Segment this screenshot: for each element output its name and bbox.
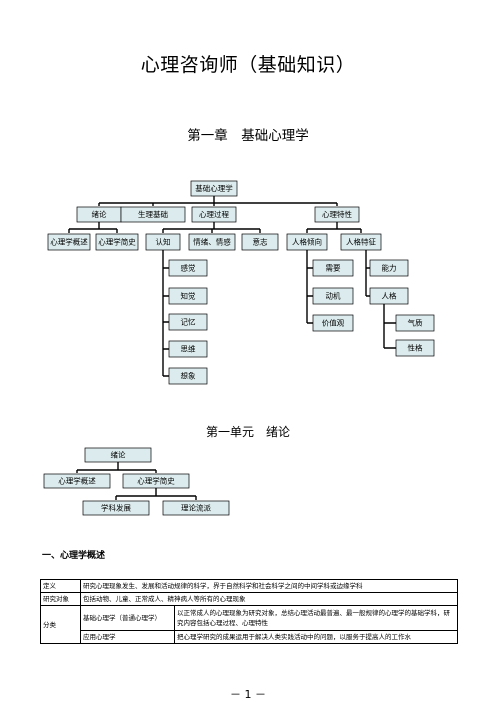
node-label: 生理基础 — [138, 209, 168, 219]
node-label: 意志 — [253, 237, 268, 247]
node-label: 心理特性 — [322, 209, 352, 219]
node-label: 理论流派 — [181, 503, 211, 513]
row-text: 研究心理现象发生、发展和活动规律的科学，界于自然科学和社会科学之间的中间学科或边… — [80, 579, 458, 593]
node-label: 绪论 — [111, 450, 126, 460]
node-process: 心理过程 — [191, 206, 237, 223]
node-feature: 人格特征 — [340, 233, 382, 251]
introduction-tree-diagram: 绪论 心理学概述 心理学简史 学科发展 理论流派 — [43, 447, 230, 516]
page-title: 心理咨询师（基础知识） — [140, 54, 356, 76]
node-label: 动机 — [326, 291, 341, 301]
node-memory: 记忆 — [168, 313, 208, 331]
node-physiology: 生理基础 — [120, 206, 186, 223]
table-row: 应用心理学 把心理学研究的成果运用于解决人类实践活动中的问题，以服务于提高人的工… — [41, 630, 458, 644]
psychology-tree-diagram: 基础心理学 绪论 生理基础 心理过程 心理特性 心理学概述 心理学简史 认知 情… — [47, 180, 435, 385]
node-motive: 动机 — [312, 287, 354, 305]
node-label: 价值观 — [322, 318, 345, 328]
node-imagination: 想象 — [168, 367, 208, 385]
node-temperament: 气质 — [395, 314, 435, 332]
node-values: 价值观 — [312, 314, 354, 332]
node-label: 心理学概述 — [58, 476, 96, 486]
category-text: 把心理学研究的成果运用于解决人类实践活动中的问题，以服务于提高人的工作水 — [174, 630, 458, 644]
node-intro-history: 心理学简史 — [122, 473, 190, 489]
category-text: 以正常成人的心理现象为研究对象，总结心理活动最普遍、最一般规律的心理学的基础学科… — [174, 605, 458, 631]
table-row: 研究对象 包括动物、儿童、正常成人、精神病人等所有的心理现象 — [40, 592, 458, 606]
row-label: 定义 — [40, 579, 81, 593]
chapter-heading: 第一章 基础心理学 — [187, 128, 309, 144]
node-label: 心理学概述 — [50, 237, 88, 247]
node-history: 心理学简史 — [95, 233, 139, 251]
node-label: 心理学简史 — [137, 476, 175, 486]
psychology-overview-table: 定义 研究心理现象发生、发展和活动规律的科学，界于自然科学和社会科学之间的中间学… — [40, 579, 458, 644]
section-heading: 一、心理学概述 — [42, 551, 106, 561]
node-label: 绪论 — [92, 209, 107, 219]
node-will: 意志 — [241, 233, 279, 251]
node-label: 人格特征 — [346, 237, 376, 247]
node-intro-root: 绪论 — [84, 447, 152, 463]
node-overview: 心理学概述 — [47, 233, 91, 251]
node-label: 心理过程 — [199, 209, 229, 219]
node-emotion: 情绪、情感 — [188, 233, 236, 251]
node-label: 能力 — [382, 263, 397, 273]
tree1-links — [68, 196, 396, 377]
node-thinking: 思维 — [168, 340, 208, 358]
node-need: 需要 — [312, 259, 354, 277]
node-label: 气质 — [408, 318, 423, 328]
node-intro-overview: 心理学概述 — [43, 473, 111, 489]
node-traits: 心理特性 — [314, 206, 360, 223]
category-name: 基础心理学（普通心理学） — [80, 605, 175, 631]
table-row: 定义 研究心理现象发生、发展和活动规律的科学，界于自然科学和社会科学之间的中间学… — [40, 579, 458, 593]
node-personality: 人格 — [369, 287, 409, 305]
node-label: 需要 — [326, 264, 341, 273]
category-label: 分类 — [40, 605, 81, 644]
row-label: 研究对象 — [40, 592, 81, 606]
node-character: 性格 — [395, 339, 435, 357]
node-label: 认知 — [156, 237, 171, 247]
node-theory-schools: 理论流派 — [162, 500, 230, 516]
row-text: 包括动物、儿童、正常成人、精神病人等所有的心理现象 — [80, 592, 458, 606]
table-row: 分类 基础心理学（普通心理学） 以正常成人的心理现象为研究对象，总结心理活动最普… — [40, 605, 458, 644]
category-name: 应用心理学 — [80, 630, 175, 644]
node-label: 人格 — [382, 291, 397, 301]
node-label: 性格 — [408, 343, 423, 353]
node-ability: 能力 — [369, 259, 409, 277]
node-label: 情绪、情感 — [193, 237, 231, 247]
node-label: 基础心理学 — [195, 183, 233, 193]
node-perception: 知觉 — [168, 287, 208, 305]
node-root: 基础心理学 — [190, 180, 238, 197]
unit-heading: 第一单元 绪论 — [205, 425, 290, 439]
node-label: 记忆 — [181, 317, 196, 327]
node-cognition: 认知 — [145, 233, 181, 251]
node-label: 知觉 — [181, 291, 196, 301]
node-label: 思维 — [181, 344, 196, 354]
page-number: － 1 － — [230, 688, 266, 701]
node-discipline-development: 学科发展 — [82, 500, 150, 516]
node-sensation: 感觉 — [168, 259, 208, 277]
node-label: 学科发展 — [101, 503, 131, 513]
node-tendency: 人格倾向 — [286, 233, 328, 251]
node-label: 感觉 — [181, 263, 196, 273]
node-label: 想象 — [181, 371, 196, 381]
node-label: 心理学简史 — [98, 237, 136, 247]
node-label: 人格倾向 — [292, 237, 322, 247]
